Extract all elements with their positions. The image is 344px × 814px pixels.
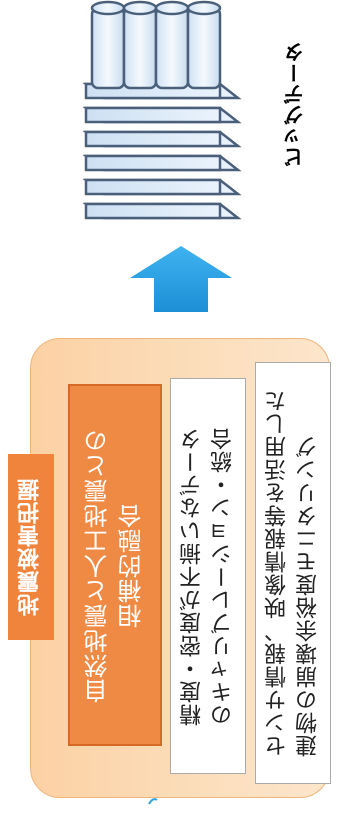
complementary-fusion-line-2: 相補的融合: [118, 502, 146, 628]
panel-title: 地震被害把握: [18, 478, 43, 616]
arrow-up-icon: [130, 246, 232, 312]
monitoring-line-1: センサ情報、映像情報等を活用した: [265, 389, 290, 757]
panel-title-tag: 地震被害把握: [8, 454, 54, 640]
bigdata-label: ビッグデータ: [282, 41, 307, 167]
bigdata-label-box: ビッグデータ: [272, 22, 316, 186]
calibration-box: 精度・密度が不揃いなデータ のキャリブレーション・統合: [170, 378, 246, 774]
complementary-fusion-line-1: 自然地震と人工地震との: [84, 427, 112, 703]
monitoring-line-2: 建物の崩壊余裕度モニタリング: [296, 435, 321, 757]
calibration-line-1: 精度・密度が不揃いなデータ: [180, 426, 205, 726]
decorative-speck: [148, 798, 158, 805]
database-stack-icon: [82, 0, 242, 220]
calibration-line-2: のキャリブレーション・統合: [211, 426, 236, 726]
monitoring-box: センサ情報、映像情報等を活用した 建物の崩壊余裕度モニタリング: [255, 362, 331, 784]
complementary-fusion-box: 自然地震と人工地震との 相補的融合: [68, 384, 162, 746]
